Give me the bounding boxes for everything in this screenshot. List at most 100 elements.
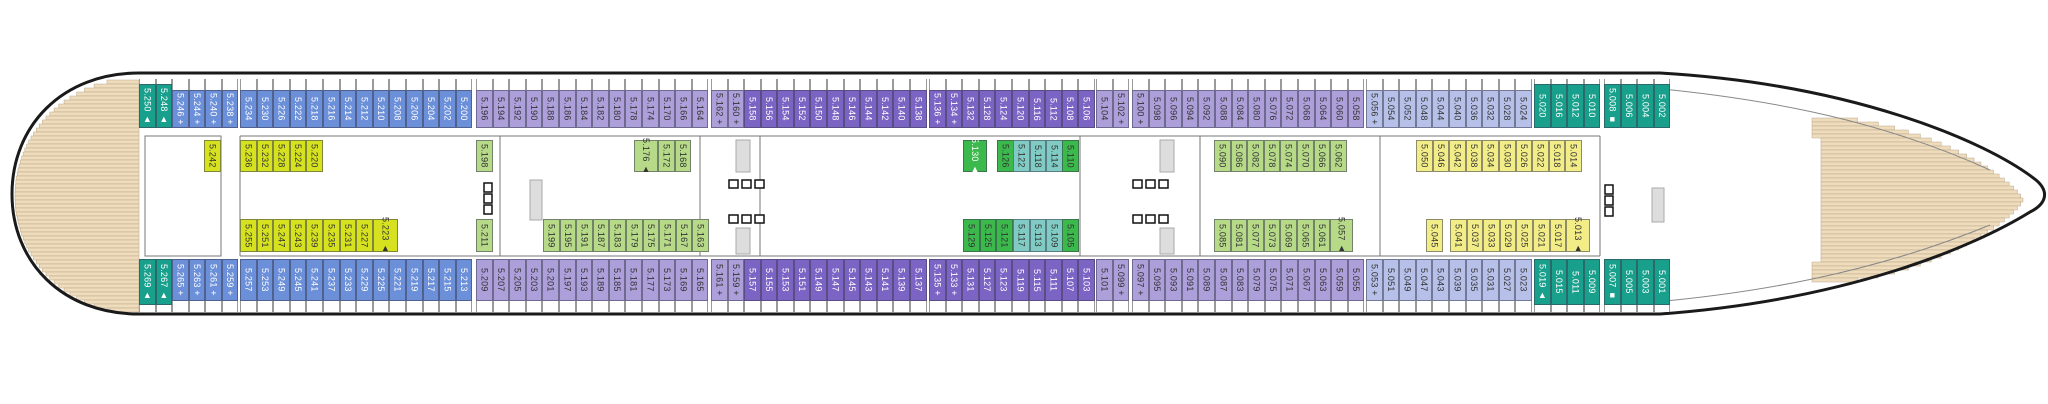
cabin-5-096[interactable]: 5.096 (1165, 90, 1182, 128)
cabin-5-094[interactable]: 5.094 (1181, 90, 1199, 128)
cabin-5-148[interactable]: 5.148 (827, 90, 844, 128)
cabin-5-159[interactable]: 5.159 + (727, 259, 745, 301)
cabin-5-141[interactable]: 5.141 (876, 259, 894, 301)
cabin-5-190[interactable]: 5.190 (525, 90, 543, 128)
cabin-5-200[interactable]: 5.200 (455, 90, 473, 128)
cabin-5-138[interactable]: 5.138 (910, 90, 927, 128)
cabin-5-008[interactable]: 5.008 ■ (1604, 84, 1621, 128)
cabin-5-201[interactable]: 5.201 (542, 259, 559, 301)
cabin-5-128[interactable]: 5.128 (978, 90, 996, 128)
cabin-5-206[interactable]: 5.206 (406, 90, 423, 128)
cabin-5-022[interactable]: 5.022 (1532, 140, 1549, 172)
cabin-5-166[interactable]: 5.166 (675, 90, 692, 128)
cabin-5-044[interactable]: 5.044 (1432, 90, 1449, 128)
cabin-5-090[interactable]: 5.090 (1214, 140, 1231, 172)
cabin-5-015[interactable]: 5.015 (1550, 259, 1568, 305)
cabin-5-061[interactable]: 5.061 (1313, 219, 1331, 252)
cabin-5-231[interactable]: 5.231 (339, 219, 357, 252)
cabin-5-157[interactable]: 5.157 (744, 259, 761, 301)
cabin-5-109[interactable]: 5.109 (1046, 219, 1063, 252)
cabin-5-134[interactable]: 5.134 + (945, 90, 963, 128)
cabin-5-211[interactable]: 5.211 (476, 219, 493, 252)
cabin-5-047[interactable]: 5.047 (1415, 259, 1433, 301)
cabin-5-182[interactable]: 5.182 (592, 90, 609, 128)
cabin-5-228[interactable]: 5.228 (273, 140, 290, 172)
cabin-5-003[interactable]: 5.003 (1637, 259, 1654, 305)
cabin-5-174[interactable]: 5.174 (642, 90, 659, 128)
cabin-5-176[interactable]: 5.176 ▲ (634, 138, 658, 174)
cabin-5-233[interactable]: 5.233 (339, 259, 357, 301)
cabin-5-195[interactable]: 5.195 (559, 219, 577, 252)
cabin-5-121[interactable]: 5.121 (996, 219, 1013, 252)
cabin-5-131[interactable]: 5.131 (962, 259, 979, 301)
cabin-5-058[interactable]: 5.058 (1347, 90, 1365, 128)
cabin-5-071[interactable]: 5.071 (1281, 259, 1298, 301)
cabin-5-224[interactable]: 5.224 (289, 140, 307, 172)
cabin-5-055[interactable]: 5.055 (1347, 259, 1365, 301)
cabin-5-083[interactable]: 5.083 (1231, 259, 1249, 301)
cabin-5-001[interactable]: 5.001 (1653, 259, 1671, 305)
cabin-5-060[interactable]: 5.060 (1331, 90, 1348, 128)
cabin-5-269[interactable]: 5.269 ▲ (139, 259, 156, 305)
cabin-5-198[interactable]: 5.198 (476, 140, 493, 172)
cabin-5-063[interactable]: 5.063 (1314, 259, 1332, 301)
cabin-5-049[interactable]: 5.049 (1399, 259, 1416, 301)
cabin-5-031[interactable]: 5.031 (1482, 259, 1499, 301)
cabin-5-165[interactable]: 5.165 (691, 259, 709, 301)
cabin-5-052[interactable]: 5.052 (1399, 90, 1416, 128)
cabin-5-124[interactable]: 5.124 (995, 90, 1012, 128)
cabin-5-219[interactable]: 5.219 (406, 259, 423, 301)
cabin-5-251[interactable]: 5.251 (256, 219, 274, 252)
cabin-5-026[interactable]: 5.026 (1515, 140, 1533, 172)
cabin-5-265[interactable]: 5.265 + (172, 259, 189, 301)
cabin-5-154[interactable]: 5.154 (777, 90, 794, 128)
cabin-5-051[interactable]: 5.051 (1382, 259, 1400, 301)
cabin-5-100[interactable]: 5.100 + (1132, 90, 1149, 128)
cabin-5-119[interactable]: 5.119 (1012, 259, 1029, 301)
cabin-5-218[interactable]: 5.218 (306, 90, 323, 128)
cabin-5-189[interactable]: 5.189 (592, 259, 609, 301)
cabin-5-217[interactable]: 5.217 (422, 259, 440, 301)
cabin-5-207[interactable]: 5.207 (492, 259, 510, 301)
cabin-5-160[interactable]: 5.160 + (727, 90, 745, 128)
cabin-5-242[interactable]: 5.242 (204, 140, 221, 172)
cabin-5-116[interactable]: 5.116 (1028, 90, 1046, 128)
cabin-5-213[interactable]: 5.213 (455, 259, 473, 301)
cabin-5-070[interactable]: 5.070 (1297, 140, 1314, 172)
cabin-5-014[interactable]: 5.014 (1565, 140, 1582, 172)
cabin-5-066[interactable]: 5.066 (1313, 140, 1331, 172)
cabin-5-230[interactable]: 5.230 (256, 90, 274, 128)
cabin-5-101[interactable]: 5.101 (1096, 259, 1113, 301)
cabin-5-179[interactable]: 5.179 (626, 219, 643, 252)
cabin-5-226[interactable]: 5.226 (273, 90, 290, 128)
cabin-5-137[interactable]: 5.137 (910, 259, 927, 301)
cabin-5-062[interactable]: 5.062 (1330, 140, 1347, 172)
cabin-5-216[interactable]: 5.216 (323, 90, 340, 128)
cabin-5-084[interactable]: 5.084 (1231, 90, 1249, 128)
cabin-5-106[interactable]: 5.106 (1078, 90, 1095, 128)
cabin-5-186[interactable]: 5.186 (559, 90, 576, 128)
cabin-5-135[interactable]: 5.135 + (929, 259, 946, 301)
cabin-5-041[interactable]: 5.041 (1450, 219, 1467, 252)
cabin-5-136[interactable]: 5.136 + (929, 90, 946, 128)
cabin-5-197[interactable]: 5.197 (559, 259, 576, 301)
cabin-5-241[interactable]: 5.241 (306, 259, 323, 301)
cabin-5-171[interactable]: 5.171 (659, 219, 676, 252)
cabin-5-161[interactable]: 5.161 + (711, 259, 728, 301)
cabin-5-093[interactable]: 5.093 (1165, 259, 1182, 301)
cabin-5-033[interactable]: 5.033 (1483, 219, 1500, 252)
cabin-5-248[interactable]: 5.248 ▲ (155, 84, 173, 128)
cabin-5-158[interactable]: 5.158 (744, 90, 761, 128)
cabin-5-035[interactable]: 5.035 (1465, 259, 1483, 301)
cabin-5-107[interactable]: 5.107 (1061, 259, 1079, 301)
cabin-5-184[interactable]: 5.184 (575, 90, 593, 128)
cabin-5-215[interactable]: 5.215 (439, 259, 456, 301)
cabin-5-249[interactable]: 5.249 (273, 259, 290, 301)
cabin-5-120[interactable]: 5.120 (1012, 90, 1029, 128)
cabin-5-261[interactable]: 5.261 + (205, 259, 222, 301)
cabin-5-234[interactable]: 5.234 (240, 90, 257, 128)
cabin-5-212[interactable]: 5.212 (356, 90, 373, 128)
cabin-5-073[interactable]: 5.073 (1263, 219, 1281, 252)
cabin-5-030[interactable]: 5.030 (1499, 140, 1516, 172)
cabin-5-065[interactable]: 5.065 (1297, 219, 1314, 252)
